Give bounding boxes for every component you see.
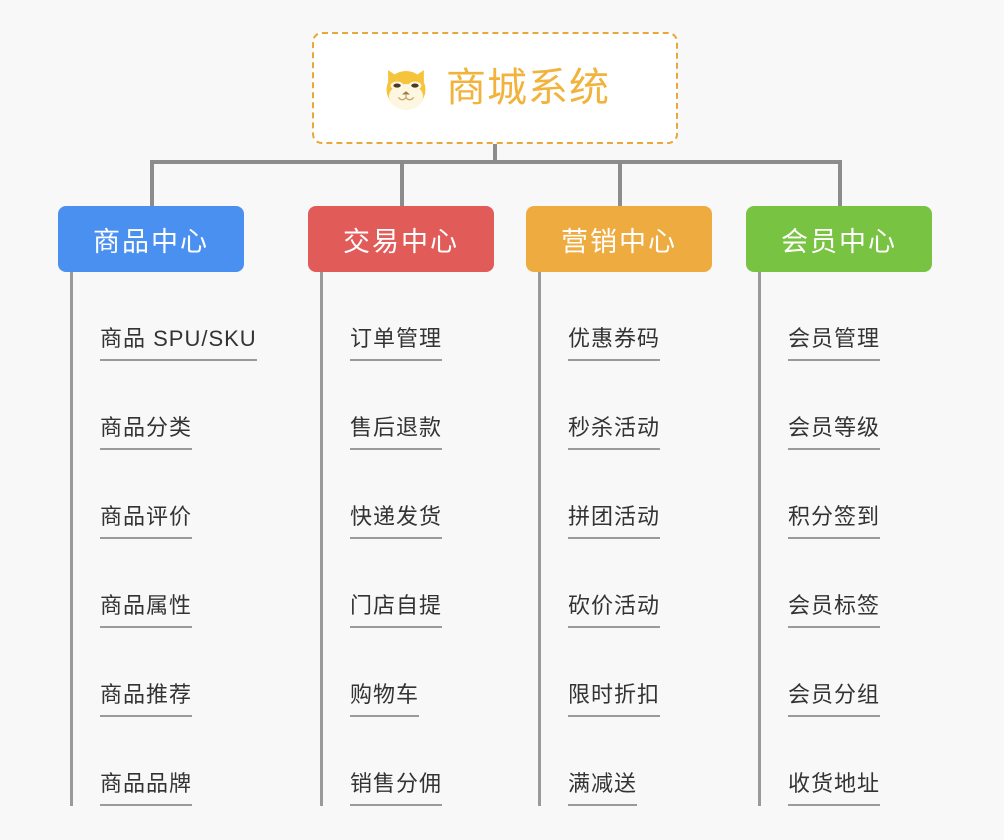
list-item[interactable]: 快递发货 — [320, 450, 494, 539]
connector-horizontal-bus — [150, 160, 840, 164]
root-node-shopping-mall-system[interactable]: 商城系统 — [312, 32, 678, 144]
list-item-label: 门店自提 — [350, 588, 443, 628]
branch-spine-trade-center — [320, 272, 323, 806]
branch-header-product-center[interactable]: 商品中心 — [58, 206, 244, 272]
list-item[interactable]: 会员等级 — [758, 361, 932, 450]
list-item-label: 商品分类 — [100, 410, 193, 450]
branch-item-list-trade-center: 订单管理 售后退款 快递发货 门店自提 购物车 销售分佣 — [308, 272, 494, 806]
list-item-label: 积分签到 — [788, 499, 881, 539]
branch-member-center: 会员中心 会员管理 会员等级 积分签到 会员标签 会员分组 收货地址 — [746, 206, 932, 806]
list-item-label: 满减送 — [568, 766, 638, 806]
list-item-label: 砍价活动 — [568, 588, 661, 628]
list-item[interactable]: 限时折扣 — [538, 628, 712, 717]
list-item[interactable]: 会员分组 — [758, 628, 932, 717]
list-item-label: 购物车 — [350, 677, 420, 717]
branch-item-list-product-center: 商品 SPU/SKU 商品分类 商品评价 商品属性 商品推荐 商品品牌 — [58, 272, 257, 806]
connector-drop-product-center — [150, 160, 154, 206]
branch-spine-product-center — [70, 272, 73, 806]
branch-header-member-center[interactable]: 会员中心 — [746, 206, 932, 272]
list-item-label: 会员标签 — [788, 588, 881, 628]
connector-drop-trade-center — [400, 160, 404, 206]
list-item[interactable]: 会员管理 — [758, 272, 932, 361]
branch-header-label: 会员中心 — [781, 226, 897, 257]
list-item-label: 秒杀活动 — [568, 410, 661, 450]
list-item[interactable]: 积分签到 — [758, 450, 932, 539]
branch-header-label: 交易中心 — [343, 226, 459, 257]
branch-spine-member-center — [758, 272, 761, 806]
branch-product-center: 商品中心 商品 SPU/SKU 商品分类 商品评价 商品属性 商品推荐 商品品牌 — [58, 206, 257, 806]
list-item[interactable]: 满减送 — [538, 717, 712, 806]
branch-header-trade-center[interactable]: 交易中心 — [308, 206, 494, 272]
list-item-label: 商品品牌 — [100, 766, 193, 806]
root-node-title: 商城系统 — [446, 66, 610, 110]
branch-item-list-marketing-center: 优惠券码 秒杀活动 拼团活动 砍价活动 限时折扣 满减送 — [526, 272, 712, 806]
list-item-label: 拼团活动 — [568, 499, 661, 539]
list-item-label: 售后退款 — [350, 410, 443, 450]
list-item[interactable]: 商品推荐 — [70, 628, 244, 717]
list-item-label: 商品属性 — [100, 588, 193, 628]
branch-item-list-member-center: 会员管理 会员等级 积分签到 会员标签 会员分组 收货地址 — [746, 272, 932, 806]
connector-drop-marketing-center — [618, 160, 622, 206]
list-item-label: 快递发货 — [350, 499, 443, 539]
branch-header-label: 营销中心 — [561, 226, 677, 257]
list-item-label: 商品 SPU/SKU — [100, 321, 257, 361]
list-item[interactable]: 商品评价 — [70, 450, 244, 539]
list-item-label: 销售分佣 — [350, 766, 443, 806]
branch-header-label: 商品中心 — [93, 226, 209, 257]
list-item-label: 会员等级 — [788, 410, 881, 450]
list-item[interactable]: 门店自提 — [320, 539, 494, 628]
list-item-label: 商品推荐 — [100, 677, 193, 717]
branch-header-marketing-center[interactable]: 营销中心 — [526, 206, 712, 272]
list-item-label: 收货地址 — [788, 766, 881, 806]
list-item-label: 限时折扣 — [568, 677, 661, 717]
list-item-label: 会员管理 — [788, 321, 881, 361]
shiba-dog-face-icon — [380, 62, 432, 114]
list-item-label: 商品评价 — [100, 499, 193, 539]
branch-spine-marketing-center — [538, 272, 541, 806]
list-item[interactable]: 秒杀活动 — [538, 361, 712, 450]
list-item[interactable]: 销售分佣 — [320, 717, 494, 806]
connector-drop-member-center — [838, 160, 842, 206]
list-item[interactable]: 收货地址 — [758, 717, 932, 806]
list-item-label: 订单管理 — [350, 321, 443, 361]
list-item-label: 优惠券码 — [568, 321, 661, 361]
branch-trade-center: 交易中心 订单管理 售后退款 快递发货 门店自提 购物车 销售分佣 — [308, 206, 494, 806]
list-item[interactable]: 商品 SPU/SKU — [70, 272, 257, 361]
list-item[interactable]: 优惠券码 — [538, 272, 712, 361]
list-item[interactable]: 商品分类 — [70, 361, 244, 450]
list-item[interactable]: 购物车 — [320, 628, 494, 717]
list-item[interactable]: 商品属性 — [70, 539, 244, 628]
list-item[interactable]: 订单管理 — [320, 272, 494, 361]
list-item[interactable]: 售后退款 — [320, 361, 494, 450]
list-item[interactable]: 会员标签 — [758, 539, 932, 628]
connector-root-stem — [493, 144, 497, 164]
branch-marketing-center: 营销中心 优惠券码 秒杀活动 拼团活动 砍价活动 限时折扣 满减送 — [526, 206, 712, 806]
list-item[interactable]: 商品品牌 — [70, 717, 244, 806]
list-item[interactable]: 拼团活动 — [538, 450, 712, 539]
list-item[interactable]: 砍价活动 — [538, 539, 712, 628]
list-item-label: 会员分组 — [788, 677, 881, 717]
